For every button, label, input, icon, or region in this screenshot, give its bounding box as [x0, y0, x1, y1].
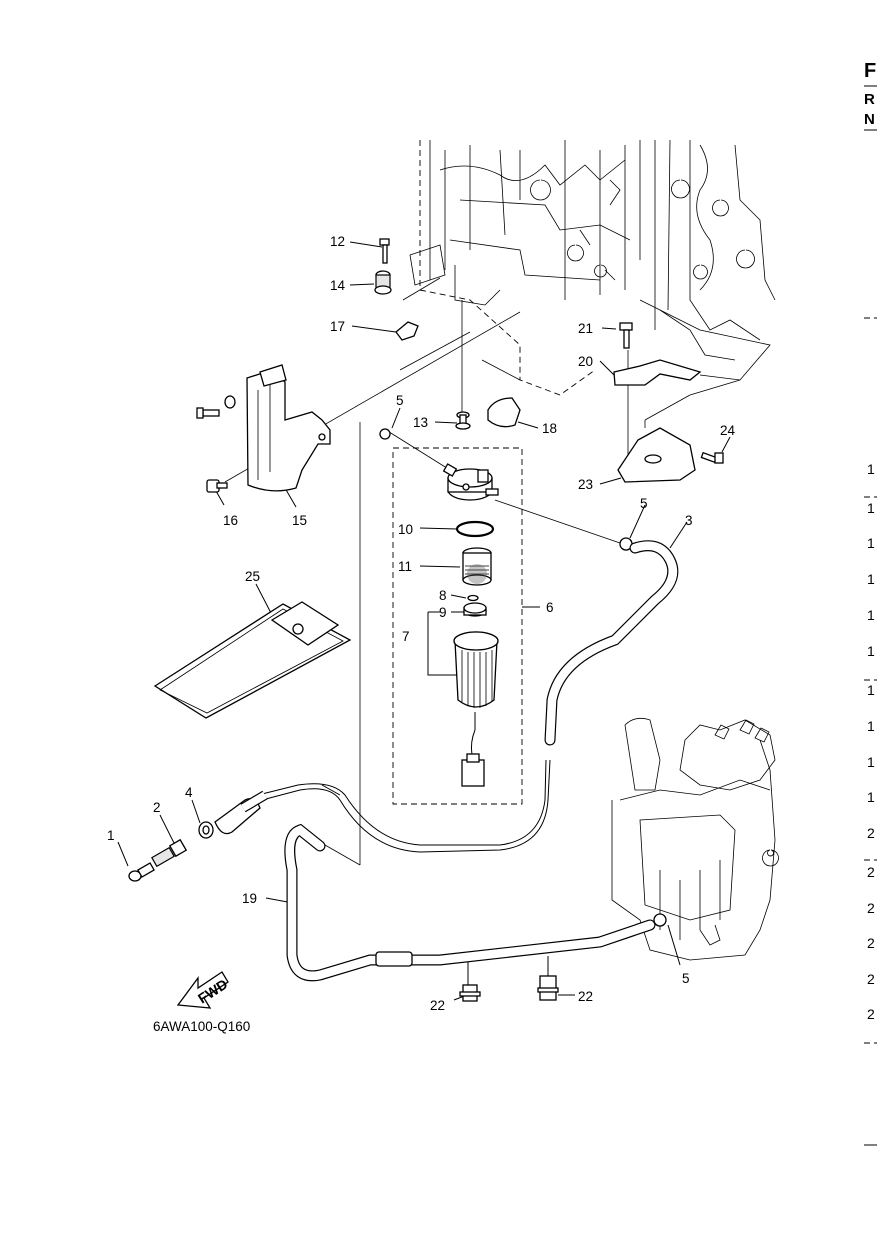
callout-23: 23 [578, 477, 593, 492]
clamp-5-lower [653, 913, 667, 927]
edge-row-9: 1 [867, 754, 875, 770]
edge-header-n: N [864, 111, 875, 128]
edge-row-15: 2 [867, 971, 875, 987]
bolt-near-cover [196, 395, 236, 419]
right-edge-parts-list: F R N 1 1 1 1 1 1 1 1 1 1 2 2 2 2 2 2 [864, 60, 877, 1146]
hoses [240, 540, 679, 982]
callout-14: 14 [330, 278, 346, 293]
callout-2: 2 [153, 800, 161, 815]
filter-cup-7 [453, 631, 499, 787]
callout-21: 21 [578, 321, 593, 336]
callout-22-left: 22 [430, 998, 445, 1013]
edge-row-10: 1 [867, 789, 875, 805]
edge-header-f: F [864, 60, 876, 82]
edge-row-13: 2 [867, 900, 875, 916]
edge-row-4: 1 [867, 571, 875, 587]
o-ring-10 [455, 520, 495, 538]
clip-17 [395, 321, 419, 341]
filter-element-11 [462, 547, 492, 586]
bracket-23-hole [644, 454, 662, 464]
o-ring-8 [467, 594, 479, 602]
holder-18 [487, 397, 521, 428]
grommet-14 [374, 270, 392, 295]
edge-row-2: 1 [867, 500, 875, 516]
clamp-5-upper [379, 428, 391, 440]
edge-header-r: R [864, 91, 875, 108]
callout-3: 3 [685, 513, 693, 528]
edge-row-8: 1 [867, 718, 875, 734]
fuel-filter-assy-outline [392, 447, 523, 805]
callout-8: 8 [439, 588, 447, 603]
leader-lines [117, 241, 741, 1001]
edge-row-3: 1 [867, 535, 875, 551]
edge-row-7: 1 [867, 682, 875, 698]
callout-5-mid: 5 [640, 496, 648, 511]
diagram-code: 6AWA100-Q160 [153, 1019, 250, 1034]
edge-row-1: 1 [867, 461, 875, 477]
bolt-12 [379, 238, 390, 264]
callout-18: 18 [542, 421, 557, 436]
callout-7: 7 [402, 629, 410, 644]
edge-row-6: 1 [867, 643, 875, 659]
callout-5-upper: 5 [396, 393, 404, 408]
callout-10: 10 [398, 522, 413, 537]
fitting-1-2-4 [128, 797, 261, 882]
callout-25: 25 [245, 569, 260, 584]
callout-22-right: 22 [578, 989, 593, 1004]
bolt-21 [619, 322, 633, 349]
callout-5-lower: 5 [682, 971, 690, 986]
callout-4: 4 [185, 785, 193, 800]
callout-24: 24 [720, 423, 736, 438]
callout-16: 16 [223, 513, 238, 528]
engine-block-lower [611, 717, 779, 961]
float-9 [463, 602, 487, 617]
engine-block-upper [409, 139, 776, 396]
callout-9: 9 [439, 605, 447, 620]
callout-19: 19 [242, 891, 257, 906]
cover-15 [246, 364, 331, 492]
edge-row-14: 2 [867, 935, 875, 951]
callout-20: 20 [578, 354, 593, 369]
hose-clip-22-right [537, 975, 559, 1001]
callout-1: 1 [107, 828, 115, 843]
edge-row-5: 1 [867, 607, 875, 623]
callout-12: 12 [330, 234, 345, 249]
callout-15: 15 [292, 513, 307, 528]
callout-6: 6 [546, 600, 554, 615]
bolt-16 [206, 479, 228, 493]
callout-11: 11 [398, 559, 412, 574]
edge-row-12: 2 [867, 864, 875, 880]
hose-clip-22-left [459, 984, 481, 1002]
tool-pouch-25 [153, 601, 352, 719]
fuel-filter-head [442, 463, 499, 501]
bracket-20 [613, 359, 702, 386]
callout-17: 17 [330, 319, 345, 334]
edge-row-11: 2 [867, 825, 875, 841]
edge-row-16: 2 [867, 1006, 875, 1022]
callout-labels: 12 14 17 21 20 5 13 18 24 23 5 3 16 15 1… [107, 234, 736, 1013]
fwd-arrow-icon: FWD [176, 971, 230, 1009]
callout-13: 13 [413, 415, 428, 430]
bolt-24 [700, 451, 724, 464]
collar-13 [455, 411, 471, 430]
